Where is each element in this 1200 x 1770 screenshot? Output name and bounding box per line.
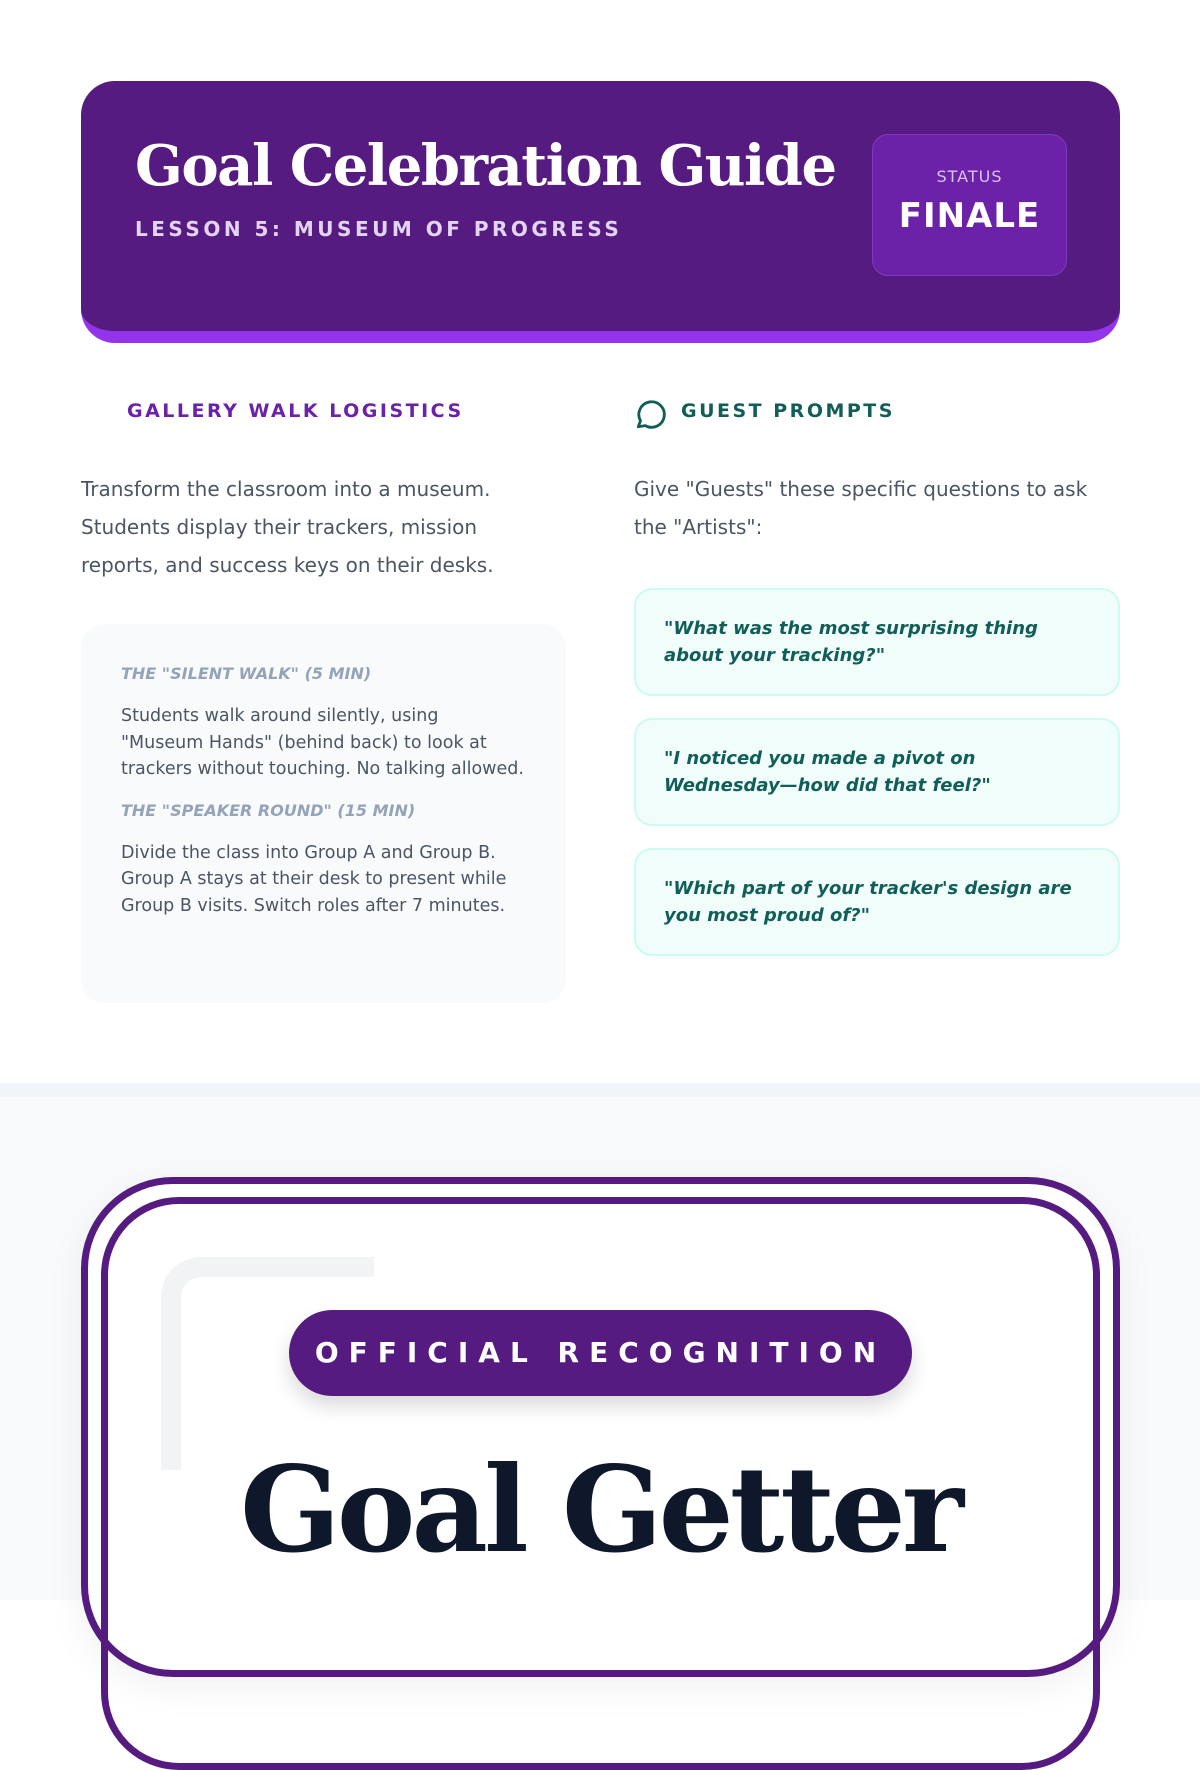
status-label: STATUS	[936, 167, 1003, 186]
prompt-card: "What was the most surprising thing abou…	[634, 588, 1120, 696]
step-title: THE "SPEAKER ROUND" (15 MIN)	[121, 800, 416, 820]
chat-bubble-icon	[636, 400, 666, 429]
step-title: THE "SILENT WALK" (5 MIN)	[121, 664, 372, 683]
step-body: Students walk around silently, using "Mu…	[121, 706, 524, 779]
steps-box: THE "SILENT WALK" (5 MIN) Students walk …	[81, 624, 566, 1003]
status-value: FINALE	[898, 196, 1041, 236]
prompt-card: "I noticed you made a pivot on Wednesday…	[634, 718, 1120, 826]
page-title: Goal Celebration Guide	[135, 133, 837, 199]
step-body: Divide the class into Group A and Group …	[121, 842, 507, 916]
certificate-title: Goal Getter	[240, 1440, 964, 1579]
recognition-badge: OFFICIAL RECOGNITION	[289, 1310, 912, 1396]
prompts-heading: GUEST PROMPTS	[681, 400, 895, 422]
status-badge: STATUS FINALE	[872, 134, 1067, 276]
logistics-heading: GALLERY WALK LOGISTICS	[127, 400, 464, 422]
lesson-subtitle: LESSON 5: MUSEUM OF PROGRESS	[135, 217, 623, 241]
prompt-card: "Which part of your tracker's design are…	[634, 848, 1120, 956]
corner-ornament	[161, 1257, 374, 1470]
prompts-intro: Give "Guests" these specific questions t…	[634, 477, 1088, 539]
logistics-intro: Transform the classroom into a museum. S…	[81, 477, 494, 577]
header-card: Goal Celebration Guide LESSON 5: MUSEUM …	[81, 81, 1120, 343]
